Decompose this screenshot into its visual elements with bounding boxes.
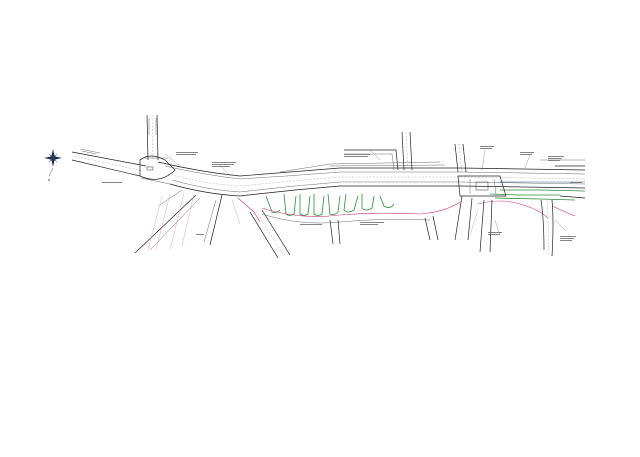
north-road-3 xyxy=(454,143,467,173)
southwest-branch xyxy=(134,189,223,254)
east-road xyxy=(500,159,586,199)
north-road-1 xyxy=(146,114,159,161)
callout-marks xyxy=(102,146,582,241)
south-outline xyxy=(261,213,439,245)
green-strips xyxy=(265,189,586,216)
intersection-2 xyxy=(457,175,507,197)
south-road-2 xyxy=(454,195,493,253)
north-letter: N xyxy=(48,178,50,182)
west-road xyxy=(71,148,147,177)
north-road-2 xyxy=(344,131,413,171)
leader-lines xyxy=(164,149,566,236)
north-arrow-icon xyxy=(44,149,62,177)
intersection-1 xyxy=(139,155,176,185)
south-road-3 xyxy=(540,199,554,257)
proposed-lines-southwest xyxy=(147,192,261,251)
south-road-1 xyxy=(249,209,291,259)
